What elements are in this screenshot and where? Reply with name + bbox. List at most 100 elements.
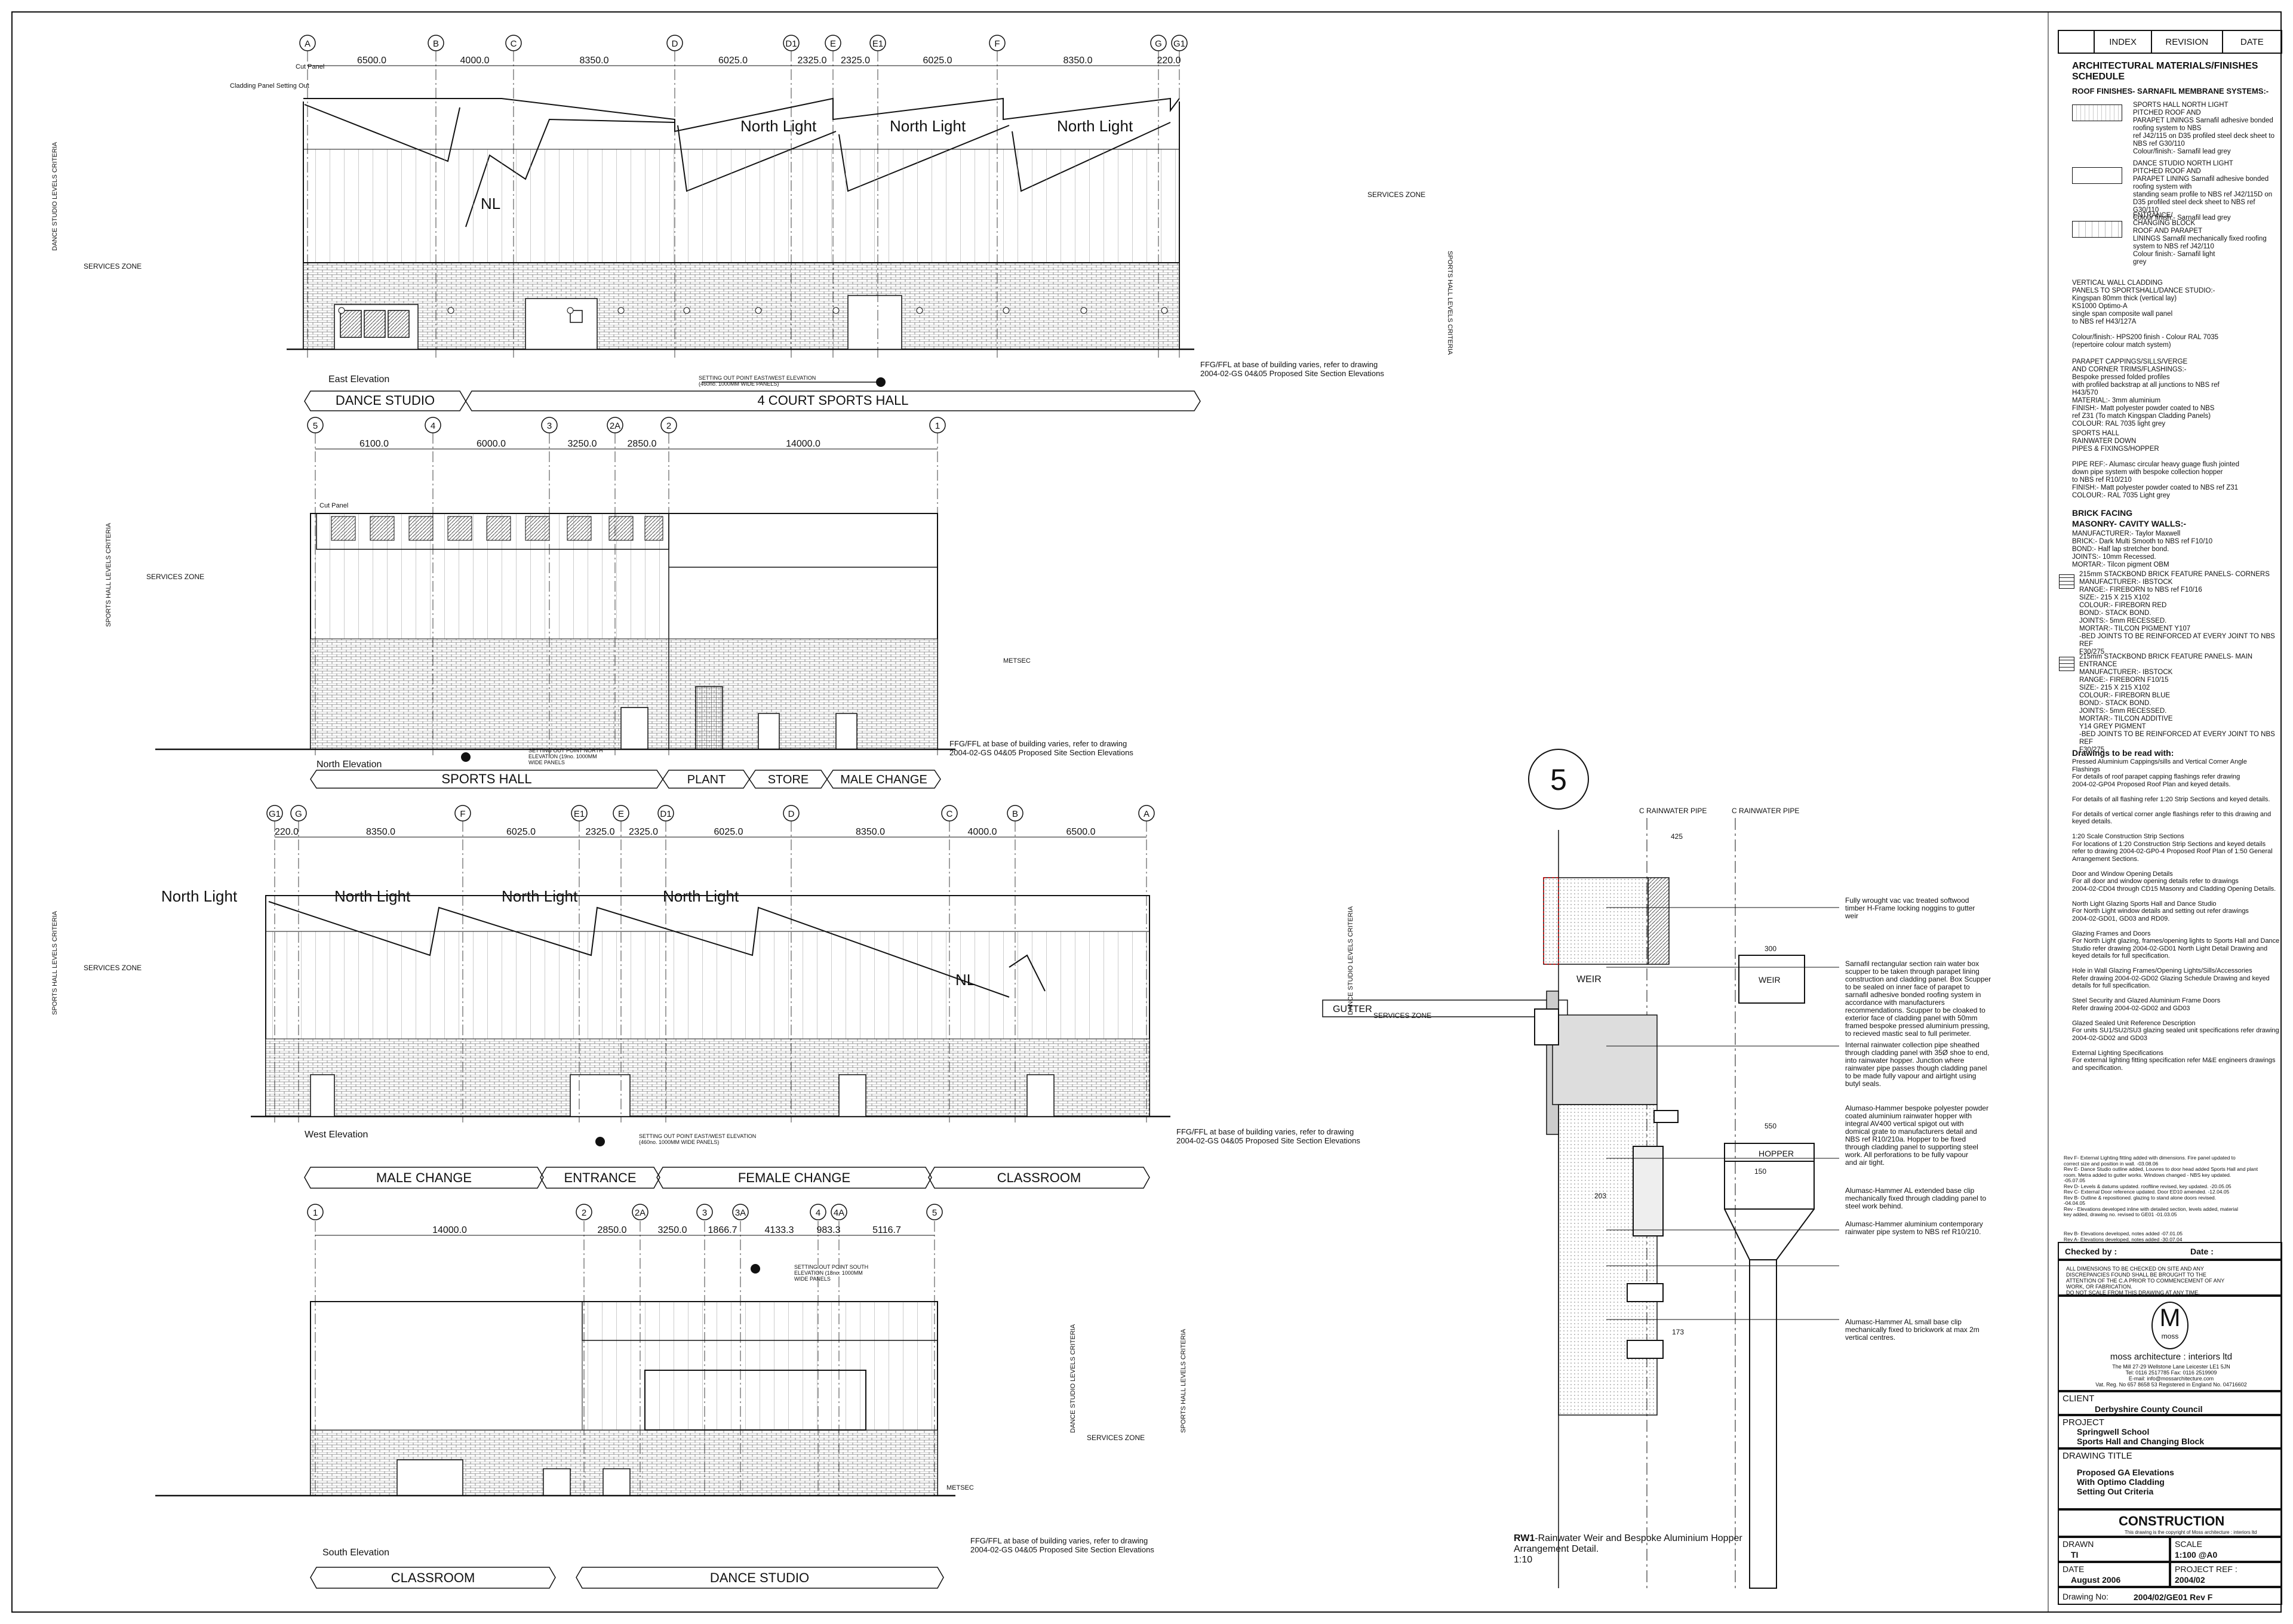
firm-logo: M moss	[2151, 1302, 2189, 1349]
west-note: FFG/FFL at base of building varies, refe…	[1176, 1127, 1360, 1145]
client-value: Derbyshire County Council	[2095, 1404, 2203, 1414]
south-dance-levels: DANCE STUDIO LEVELS CRITERIA	[1069, 1324, 1077, 1433]
grid-bubble-label: G1	[269, 809, 281, 819]
grid-bubble	[428, 35, 444, 51]
dimension-text: 14000.0	[432, 1225, 467, 1235]
rainwater-pipe-label-2: C RAINWATER PIPE	[1732, 807, 1799, 815]
north-levels-label: SPORTS HALL LEVELS CRITERIA	[105, 522, 112, 627]
swatch-main	[2059, 657, 2074, 671]
dance-levels-label: DANCE STUDIO LEVELS CRITERIA	[51, 142, 59, 251]
grid-bubble	[783, 805, 800, 822]
grid-bubble	[425, 417, 441, 433]
swatch-entrance-roof	[2072, 221, 2122, 238]
read-with-title: Drawings to be read with:	[2072, 748, 2174, 758]
grid-bubble	[1171, 35, 1188, 51]
grid-bubble	[1007, 805, 1023, 822]
spec-dance-roof: DANCE STUDIO NORTH LIGHT PITCHED ROOF AN…	[2133, 160, 2273, 222]
drawing-title-box: DRAWING TITLE Proposed GA Elevations Wit…	[2058, 1448, 2282, 1509]
revisions-early: Rev B- Elevations developed, notes added…	[2064, 1231, 2183, 1242]
cut-panel-label: Cut Panel	[296, 63, 324, 70]
grid-bubble-label: C	[946, 809, 953, 819]
grid-bubble-label: G	[295, 809, 302, 819]
grid-bubble	[696, 1204, 713, 1220]
grid-bubble-label: 2	[666, 421, 671, 431]
grid-bubble-label: F	[994, 39, 1000, 49]
grid-bubble	[576, 1204, 592, 1220]
grid-bubble	[929, 417, 946, 433]
dim-300: 300	[1765, 945, 1776, 953]
zone-plant: PLANT	[687, 773, 726, 786]
dimension-text: 4133.3	[765, 1225, 794, 1235]
grid-bubble	[613, 805, 629, 822]
revision-col: REVISION	[2152, 31, 2223, 53]
grid-bubble-label: D1	[785, 39, 797, 49]
drawing-no-value: 2004/02/GE01 Rev F	[2134, 1592, 2213, 1602]
status-box: CONSTRUCTION This drawing is the copyrig…	[2058, 1509, 2282, 1537]
north-setting-out: SETTING OUT POINT NORTH ELEVATION (19no.…	[528, 748, 603, 765]
zone-male-change-west: MALE CHANGE	[376, 1170, 472, 1185]
grid-bubble-label: 5	[932, 1208, 937, 1218]
roof-finishes-title: ROOF FINISHES- SARNAFIL MEMBRANE SYSTEMS…	[2072, 87, 2269, 96]
sports-levels-label: SPORTS HALL LEVELS CRITERIA	[1446, 251, 1453, 355]
detail-note-7: Alumasc-Hammer AL small base clip mechan…	[1845, 1318, 1980, 1342]
nl-label: NL	[481, 195, 500, 213]
drawn-value: TI	[2071, 1550, 2079, 1560]
project-label: PROJECT	[2063, 1417, 2105, 1428]
status-label: CONSTRUCTION	[2119, 1514, 2225, 1528]
project-box: PROJECT Springwell School Sports Hall an…	[2058, 1415, 2282, 1448]
dimension-text: 2850.0	[598, 1225, 627, 1235]
detail-number: 5	[1550, 763, 1567, 796]
brick-title: BRICK FACING MASONRY- CAVITY WALLS:-	[2072, 508, 2187, 528]
dimension-text: 8350.0	[580, 56, 609, 66]
revisions-log: Rev F- External Lighting fitting added w…	[2064, 1155, 2258, 1217]
grid-bubble	[732, 1204, 749, 1220]
firm-name: moss architecture : interiors ltd	[2110, 1352, 2233, 1362]
sheet-border	[11, 11, 2282, 1613]
drawing-no-label: Drawing No:	[2063, 1592, 2109, 1601]
dimension-text: 6000.0	[477, 439, 506, 449]
south-sports-levels: SPORTS HALL LEVELS CRITERIA	[1180, 1328, 1187, 1433]
grid-bubble	[926, 1204, 943, 1220]
detail-rw1: 5 C RAINWATER PIPE C RAINWATER PIPE WEIR…	[1322, 749, 1815, 1589]
detail-bubble	[1528, 749, 1589, 810]
grid-bubble	[1150, 35, 1167, 51]
services-zone-label-1: SERVICES ZONE	[84, 262, 142, 270]
drawing-no-box: Drawing No: 2004/02/GE01 Rev F	[2058, 1587, 2282, 1605]
zone-sports-hall-north: SPORTS HALL	[441, 771, 531, 786]
dimension-text: 5116.7	[872, 1225, 901, 1235]
grid-bubble	[989, 35, 1006, 51]
grid-bubble-label: 4	[816, 1208, 820, 1218]
swatch-sports-roof	[2072, 104, 2122, 121]
grid-bubble	[571, 805, 588, 822]
spec-wall-cladding: VERTICAL WALL CLADDING PANELS TO SPORTSH…	[2072, 279, 2219, 349]
spec-brick-corner: 215mm STACKBOND BRICK FEATURE PANELS- CO…	[2079, 571, 2275, 656]
grid-bubble	[607, 417, 623, 433]
west-north-light-1: North Light	[161, 887, 238, 905]
north-elevation-title: North Elevation	[316, 759, 382, 770]
grid-bubble-label: E1	[872, 39, 883, 49]
scale-value: 1:100 @A0	[2175, 1550, 2218, 1560]
drawn-label: DRAWN	[2063, 1539, 2094, 1549]
detail-caption: RW1-Rainwater Weir and Bespoke Aluminium…	[1514, 1533, 1742, 1565]
dimension-text: 6025.0	[714, 827, 743, 837]
date-box: DATE August 2006	[2058, 1562, 2170, 1587]
cladding-setting-out-label: Cladding Panel Setting Out	[230, 82, 309, 90]
grid-bubble-label: 4	[431, 421, 435, 431]
dimension-text: 2850.0	[628, 439, 657, 449]
dimension-text: 3250.0	[568, 439, 597, 449]
detail-note-5: Alumasc-Hammer AL extended base clip mec…	[1845, 1186, 1987, 1210]
dimension-text: 6025.0	[506, 827, 536, 837]
grid-bubble-label: E1	[574, 809, 585, 819]
zone-entrance: ENTRANCE	[564, 1170, 636, 1185]
grid-bubble-label: 5	[313, 421, 318, 431]
north-cut-panel: Cut Panel	[319, 502, 348, 509]
west-north-light-3: North Light	[502, 887, 578, 905]
dimension-text: 2325.0	[629, 827, 658, 837]
dimension-text: 1866.7	[708, 1225, 737, 1235]
grid-bubble-label: 2	[582, 1208, 586, 1218]
dimension-text: 8350.0	[1063, 56, 1093, 66]
detail-caption-ref: RW1	[1514, 1533, 1535, 1543]
grid-bubble-label: 2A	[610, 421, 620, 431]
